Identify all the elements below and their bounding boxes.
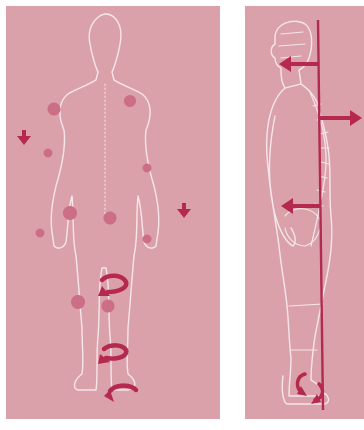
right-knee-marker bbox=[102, 300, 115, 313]
left-arm-marker bbox=[44, 149, 53, 158]
rotation-arrow-icon bbox=[104, 345, 126, 358]
side-figure-head bbox=[271, 21, 311, 88]
arrowhead-right bbox=[350, 110, 362, 126]
back-view-panel bbox=[6, 6, 220, 419]
leg-detail-lines bbox=[289, 304, 323, 350]
left-hand-marker bbox=[36, 229, 45, 238]
side-view-illustration bbox=[245, 6, 364, 419]
plumb-line bbox=[318, 20, 323, 410]
right-shoulder-marker bbox=[124, 95, 136, 107]
side-spine bbox=[309, 90, 326, 246]
side-figure-arm bbox=[269, 116, 295, 246]
left-hip-marker bbox=[63, 206, 77, 220]
arrowhead-left bbox=[281, 198, 293, 214]
right-arm-marker bbox=[143, 164, 152, 173]
side-view-panel bbox=[245, 6, 364, 419]
rotation-arrow-icon bbox=[102, 276, 126, 292]
left-knee-marker bbox=[71, 295, 85, 309]
left-shoulder-marker bbox=[48, 103, 61, 116]
head-detail-lines bbox=[279, 32, 305, 58]
down-arrow-icon bbox=[17, 130, 31, 145]
back-view-illustration bbox=[6, 6, 220, 419]
rotation-arrowhead bbox=[104, 390, 114, 402]
down-arrow-icon bbox=[177, 203, 191, 218]
right-hip-marker bbox=[104, 212, 117, 225]
right-hand-marker bbox=[143, 235, 152, 244]
